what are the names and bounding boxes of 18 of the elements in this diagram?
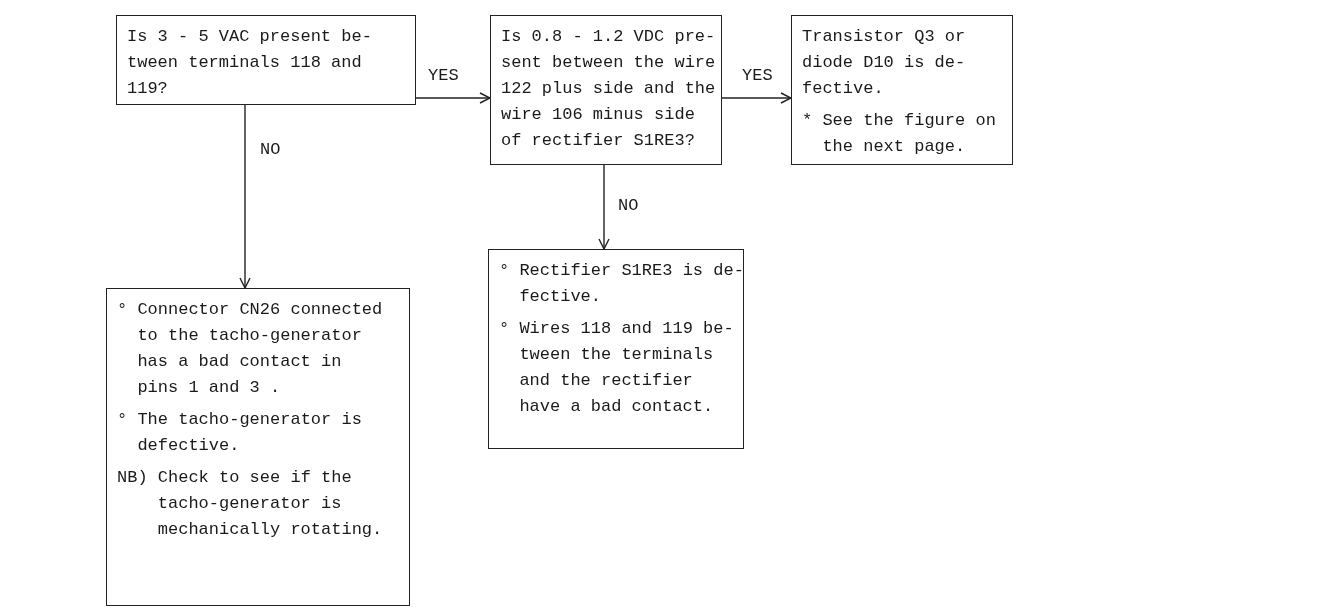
result-box: [488, 249, 744, 449]
result-box: [106, 288, 410, 606]
decision-box: [116, 15, 416, 105]
arrow: [239, 104, 251, 289]
note-text: ° Connector CN26 connected to the tacho-generator has a bad contact in pins 1 and 3 .: [117, 299, 383, 399]
note-text: Transistor Q3 or diode D10 is de- fective.: [802, 26, 967, 100]
question-text: Is 0.8 - 1.2 VDC pre- sent between the wire 122 plus side and the wire 106 minus side of rectifier S1RE3?: [501, 26, 716, 152]
note-text: * See the figure on the next page.: [802, 110, 997, 158]
decision-box: [490, 15, 722, 165]
arrow: [415, 92, 491, 104]
note-text: ° Wires 118 and 119 be- tween the terminals and the rectifier have a bad contact.: [499, 318, 734, 418]
note-text: NB) Check to see if the tacho-generator is mechanically rotating.: [117, 467, 383, 541]
note-text: ° Rectifier S1RE3 is de- fective.: [499, 260, 744, 308]
arrow: [721, 92, 792, 104]
arrow: [598, 164, 610, 250]
question-text: Is 3 - 5 VAC present be- tween terminals 118 and 119?: [127, 26, 372, 100]
note-text: ° The tacho-generator is defective.: [117, 409, 363, 457]
result-box: [791, 15, 1013, 165]
